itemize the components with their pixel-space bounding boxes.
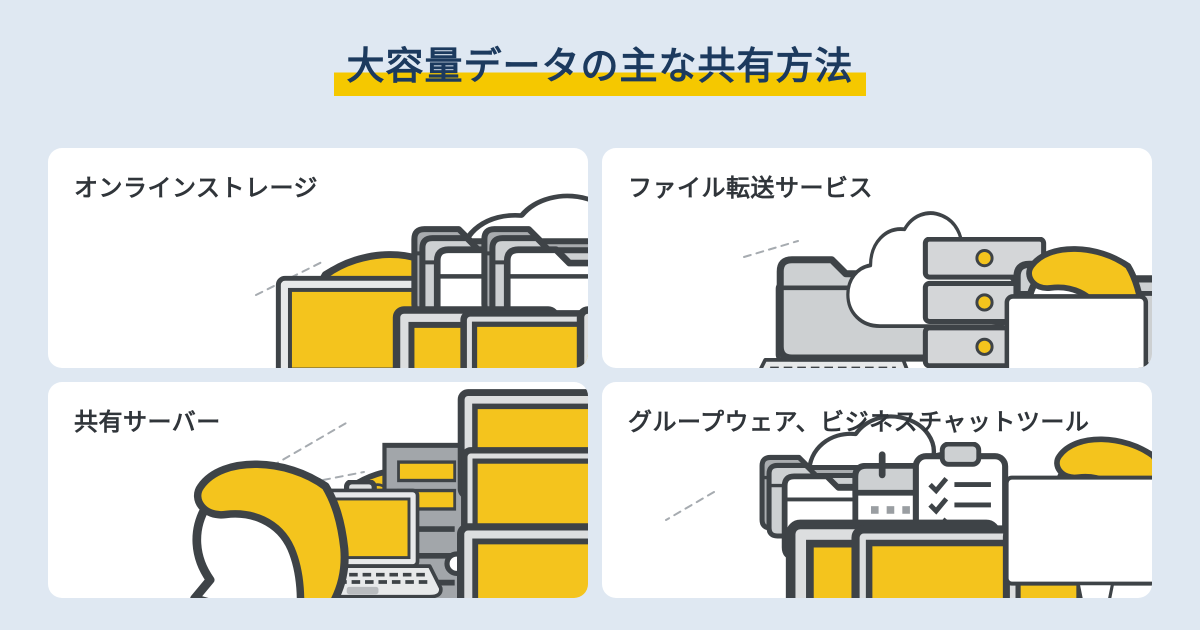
connection-line bbox=[665, 491, 715, 521]
panel-label-file-transfer: ファイル転送サービス bbox=[628, 175, 873, 202]
connection-line bbox=[271, 421, 349, 467]
panel-online-storage: オンラインストレージ bbox=[48, 148, 588, 368]
illustration-online-storage bbox=[48, 148, 588, 368]
panel-file-transfer: ファイル転送サービス bbox=[602, 148, 1152, 368]
panel-label-shared-server: 共有サーバー bbox=[74, 409, 221, 436]
panel-label-groupware-chat: グループウェア、ビジネスチャットツール bbox=[628, 409, 1090, 436]
illustration-groupware-chat bbox=[665, 382, 1152, 598]
page-title: 大容量データの主な共有方法 bbox=[334, 44, 866, 96]
header: 大容量データの主な共有方法 bbox=[0, 44, 1200, 96]
illustration-shared-server bbox=[48, 382, 588, 598]
panel-groupware-chat: グループウェア、ビジネスチャットツール bbox=[602, 382, 1152, 598]
panel-label-online-storage: オンラインストレージ bbox=[74, 175, 319, 202]
panel-shared-server: 共有サーバー bbox=[48, 382, 588, 598]
panel-grid: オンラインストレージ bbox=[48, 148, 1152, 598]
laptop-icon bbox=[446, 313, 588, 368]
monitor-icon bbox=[461, 527, 588, 598]
illustration-file-transfer bbox=[743, 148, 1152, 368]
connection-line bbox=[743, 240, 799, 258]
monitor-icon bbox=[581, 310, 588, 368]
